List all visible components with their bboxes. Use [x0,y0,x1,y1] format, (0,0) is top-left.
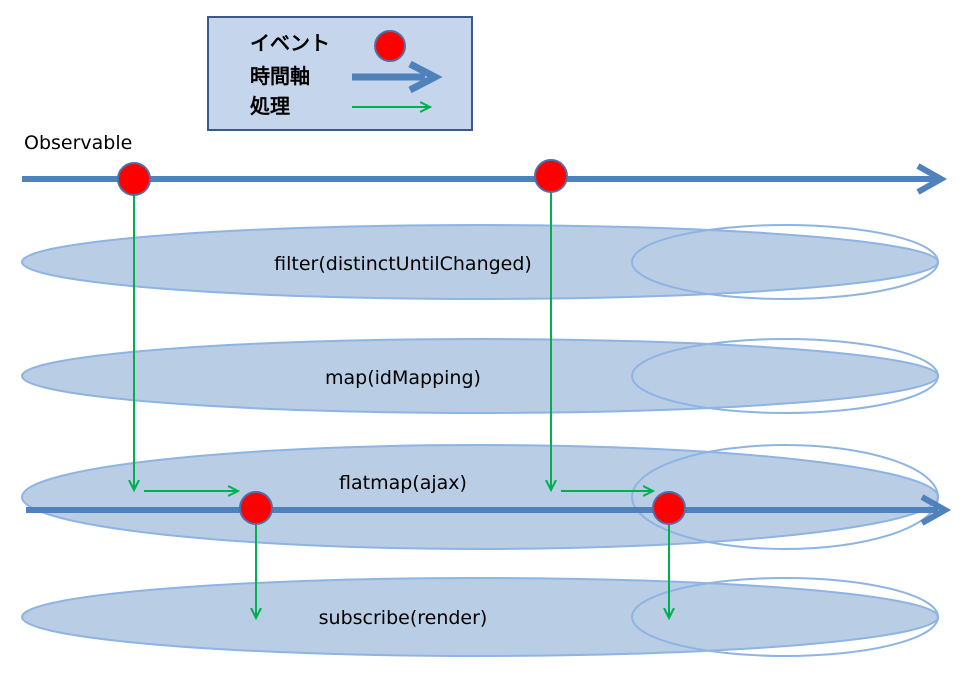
lane-filter: filter(distinctUntilChanged) [21,224,939,300]
lane-subscribe: subscribe(render) [21,577,939,657]
flatmap-timeline-arrow [26,494,952,526]
lane-flatmap: flatmap(ajax) [21,444,939,550]
event-flatmap-1 [239,491,273,525]
event-observable-2 [534,159,568,193]
event-observable-1 [117,162,151,196]
lane-map-label: map(idMapping) [325,367,481,389]
lane-subscribe-tail-shape [631,577,939,657]
legend-timeline-label: 時間軸 [250,64,310,88]
lane-map-tail-shape [631,338,939,414]
lane-filter-tail-shape [631,224,939,300]
lane-map: map(idMapping) [21,338,939,414]
lane-filter-label: filter(distinctUntilChanged) [274,253,532,275]
legend-event-icon [374,30,406,62]
lane-flatmap-label: flatmap(ajax) [339,472,467,494]
lane-subscribe-label: subscribe(render) [319,607,488,629]
lane-flatmap-tail-shape [631,444,939,550]
legend-process-label: 処理 [250,94,290,118]
lane-flatmap-shape [21,444,939,550]
observable-timeline-arrow [22,163,948,195]
event-flatmap-2 [652,491,686,525]
legend-event-label: イベント [250,31,330,55]
legend-timeline-arrow-icon [352,60,443,94]
observable-label: Observable [24,132,132,154]
legend: イベント 時間軸 処理 [207,16,473,131]
